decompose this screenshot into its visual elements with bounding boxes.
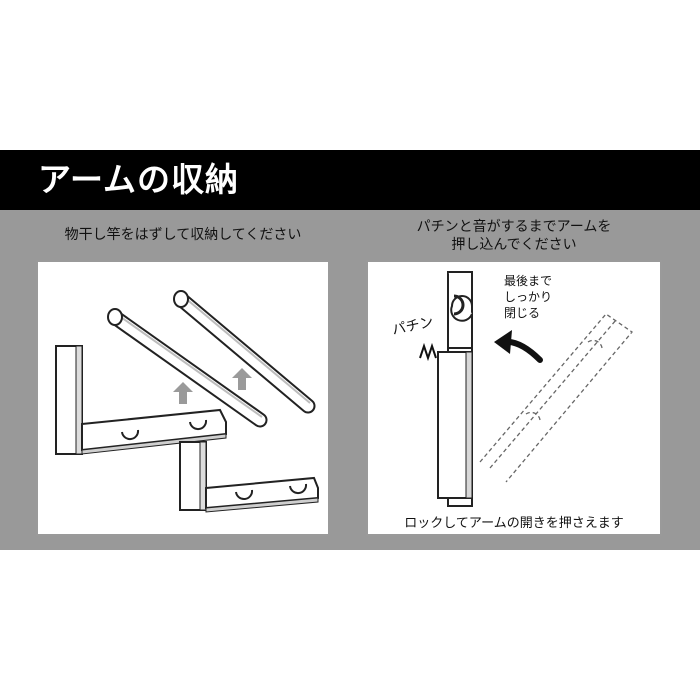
folded-bracket [437,271,473,507]
open-arm-dashed-outline [479,313,633,483]
pole-2 [173,290,316,414]
title-bar [0,150,700,210]
pole-1 [107,308,268,428]
fold-arm-panel: パチン 最後まで しっかり 閉じる ロックしてアームの開きを押さえます [366,260,662,536]
click-sound-mark [419,342,437,362]
right-caption: パチンと音がするまでアームを 押し込んでください [366,218,662,254]
right-caption-line-1: パチンと音がするまでアームを [416,219,612,235]
left-caption: 物干し竿をはずして収納してください [64,227,302,243]
right-caption-line-2: 押し込んでください [451,237,577,253]
lock-description: ロックしてアームの開きを押さえます [404,516,624,531]
upper-arm-bracket [55,345,227,455]
close-note-line-3: 閉じる [504,306,541,320]
close-note-line-2: しっかり [504,290,553,304]
section-title: アームの収納 [38,160,240,199]
up-arrow-icon [232,368,252,390]
remove-poles-panel [36,260,330,536]
push-arrow-icon [494,330,543,363]
up-arrow-icon [173,382,193,404]
fold-arm-illustration [419,271,633,507]
lower-arm-bracket [179,441,319,513]
remove-poles-illustration [55,290,319,513]
close-note-line-1: 最後まで [504,274,553,288]
